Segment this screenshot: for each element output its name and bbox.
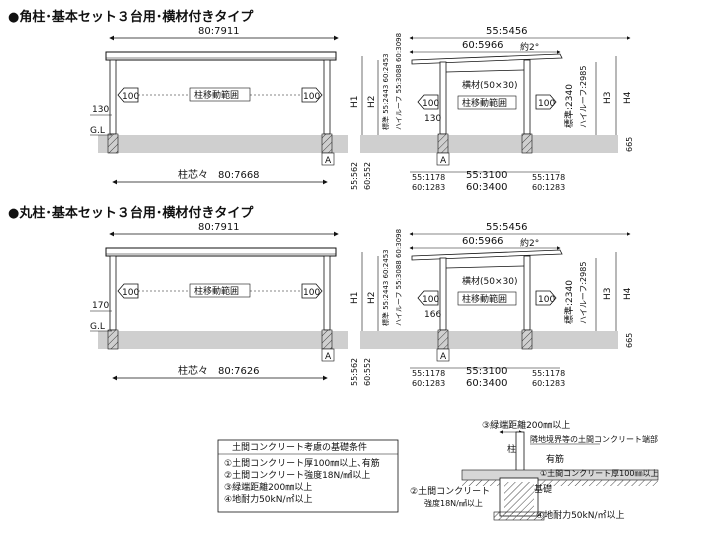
side-move-range: 柱移動範囲 <box>462 97 507 109</box>
side2-h4: H4 <box>623 287 633 300</box>
front-arrow-left-label: 100 <box>122 92 139 102</box>
side-h1: H1 <box>350 96 360 109</box>
section-title-square: ●角柱･基本セット３台用･横材付きタイプ <box>8 10 254 25</box>
side-bottom-mid-2: 60:3400 <box>466 182 508 193</box>
side2-h2: H2 <box>367 292 377 305</box>
side-right-dim: 665 <box>625 137 634 152</box>
side2-bottom-right-1: 55:1178 <box>532 369 565 378</box>
front2-arrow-left-label: 100 <box>122 288 139 298</box>
front-arrow-right-label: 100 <box>303 92 320 102</box>
front-gl-label: G.L <box>90 126 105 136</box>
side-width-top: 55:5456 <box>486 26 528 37</box>
side2-height-label: 166 <box>424 310 441 320</box>
foundation-detail: ③緑端距離200㎜以上 柱 隣地境界等の土間コンクリート端部 有筋 ①土間コンク… <box>410 419 658 521</box>
front-move-range: 柱移動範囲 <box>194 89 239 101</box>
front-overall-width: 80:7911 <box>198 26 240 37</box>
side2-bottom-left-1: 55:1178 <box>412 369 445 378</box>
condition-item: ②土間コンクリート強度18N/㎟以上 <box>224 469 370 481</box>
side2-right-dim: 665 <box>625 333 634 348</box>
condition-item: ③緑端距離200㎜以上 <box>224 481 312 493</box>
side2-v1: 標準 55:2443 60:2453 <box>381 249 390 326</box>
section-title-round: ●丸柱･基本セット３台用･横材付きタイプ <box>8 206 254 221</box>
side2-std: 標準:2340 <box>563 280 575 324</box>
side-bottom-left-2: 60:1283 <box>412 183 445 192</box>
side-height-label: 130 <box>424 114 441 124</box>
conditions-box: 土間コンクリート考慮の基礎条件 ①土間コンクリート厚100㎜以上､有筋 ②土間コ… <box>217 439 399 513</box>
front2-height-label: 170 <box>92 301 109 311</box>
side-a-mark: A <box>440 156 447 166</box>
side-beam: 横材(50×30) <box>462 79 517 91</box>
detail-adjacent: 隣地境界等の土間コンクリート端部 <box>530 434 658 444</box>
condition-item: ①土間コンクリート厚100㎜以上､有筋 <box>224 457 380 469</box>
side2-arrow-left: 100 <box>422 295 439 305</box>
side-v1: 標準 55:2443 60:2453 <box>381 53 390 130</box>
front-a-mark: A <box>325 156 332 166</box>
side2-v2: ハイルーフ 55:3088 60:3098 <box>395 229 403 326</box>
detail-pillar: 柱 <box>507 443 516 455</box>
side2-move-range: 柱移動範囲 <box>462 293 507 305</box>
front2-a-mark: A <box>325 352 332 362</box>
side-h3: H3 <box>603 92 613 105</box>
side-arrow-left: 100 <box>422 99 439 109</box>
side-view-square: 55:5456 60:5966 約2° 横材(50×30) 100 100 柱移… <box>350 26 634 193</box>
detail-thickness: ①土間コンクリート厚100㎜以上 <box>540 468 658 478</box>
side2-bottom-left-2: 60:1283 <box>412 379 445 388</box>
side-bottom-right-2: 60:1283 <box>532 183 565 192</box>
side-arrow-right: 100 <box>538 99 555 109</box>
side2-a-mark: A <box>440 352 447 362</box>
front2-center-label: 柱芯々 80:7626 <box>178 364 260 377</box>
detail-edge-distance: ③緑端距離200㎜以上 <box>482 419 570 431</box>
side2-dim-1: 55:562 <box>350 358 359 386</box>
side2-h3: H3 <box>603 288 613 301</box>
detail-rebar: 有筋 <box>546 453 564 465</box>
detail-bearing: ④地耐力50kN/㎡以上 <box>536 509 625 521</box>
front2-overall-width: 80:7911 <box>198 222 240 233</box>
front2-arrow-right-label: 100 <box>303 288 320 298</box>
front-center-label: 柱芯々 80:7668 <box>178 168 260 181</box>
side2-h1: H1 <box>350 292 360 305</box>
detail-strength-2: 強度18N/㎟以上 <box>424 498 483 508</box>
side2-bottom-mid-2: 60:3400 <box>466 378 508 389</box>
front2-gl-label: G.L <box>90 322 105 332</box>
side2-bottom-mid-1: 55:3100 <box>466 366 508 377</box>
front-view-round: 80:7911 100 100 柱移動範囲 170 G.L A 柱芯々 80:7… <box>90 222 348 381</box>
side-v2: ハイルーフ 55:3088 60:3098 <box>395 33 403 130</box>
side-hi: ハイルーフ:2985 <box>579 66 588 128</box>
side-view-round: 55:5456 60:5966 約2° 横材(50×30) 100 100 柱移… <box>350 222 634 389</box>
front-view-square: 80:7911 100 100 柱移動範囲 130 G.L A 柱芯々 80:7… <box>90 26 348 185</box>
side2-width-top: 55:5456 <box>486 222 528 233</box>
front-height-label: 130 <box>92 105 109 115</box>
side-std: 標準:2340 <box>563 84 575 128</box>
side-bottom-mid-1: 55:3100 <box>466 170 508 181</box>
side2-bottom-right-2: 60:1283 <box>532 379 565 388</box>
condition-item: ④地耐力50kN/㎡以上 <box>224 493 313 505</box>
side-h4: H4 <box>623 91 633 104</box>
side2-width-second: 60:5966 <box>462 236 504 247</box>
side2-beam: 横材(50×30) <box>462 275 517 287</box>
side-width-second: 60:5966 <box>462 40 504 51</box>
side-h2: H2 <box>367 96 377 109</box>
side-angle: 約2° <box>520 41 539 53</box>
side2-hi: ハイルーフ:2985 <box>579 262 588 324</box>
conditions-title: 土間コンクリート考慮の基礎条件 <box>232 441 367 453</box>
front2-move-range: 柱移動範囲 <box>194 285 239 297</box>
detail-strength-1: ②土間コンクリート <box>410 485 490 497</box>
side-bottom-right-1: 55:1178 <box>532 173 565 182</box>
detail-foundation: 基礎 <box>534 483 552 495</box>
side2-dim-2: 60:552 <box>363 358 372 386</box>
side-dim-2: 60:552 <box>363 162 372 190</box>
side-bottom-left-1: 55:1178 <box>412 173 445 182</box>
side2-arrow-right: 100 <box>538 295 555 305</box>
side-dim-1: 55:562 <box>350 162 359 190</box>
side2-angle: 約2° <box>520 237 539 249</box>
